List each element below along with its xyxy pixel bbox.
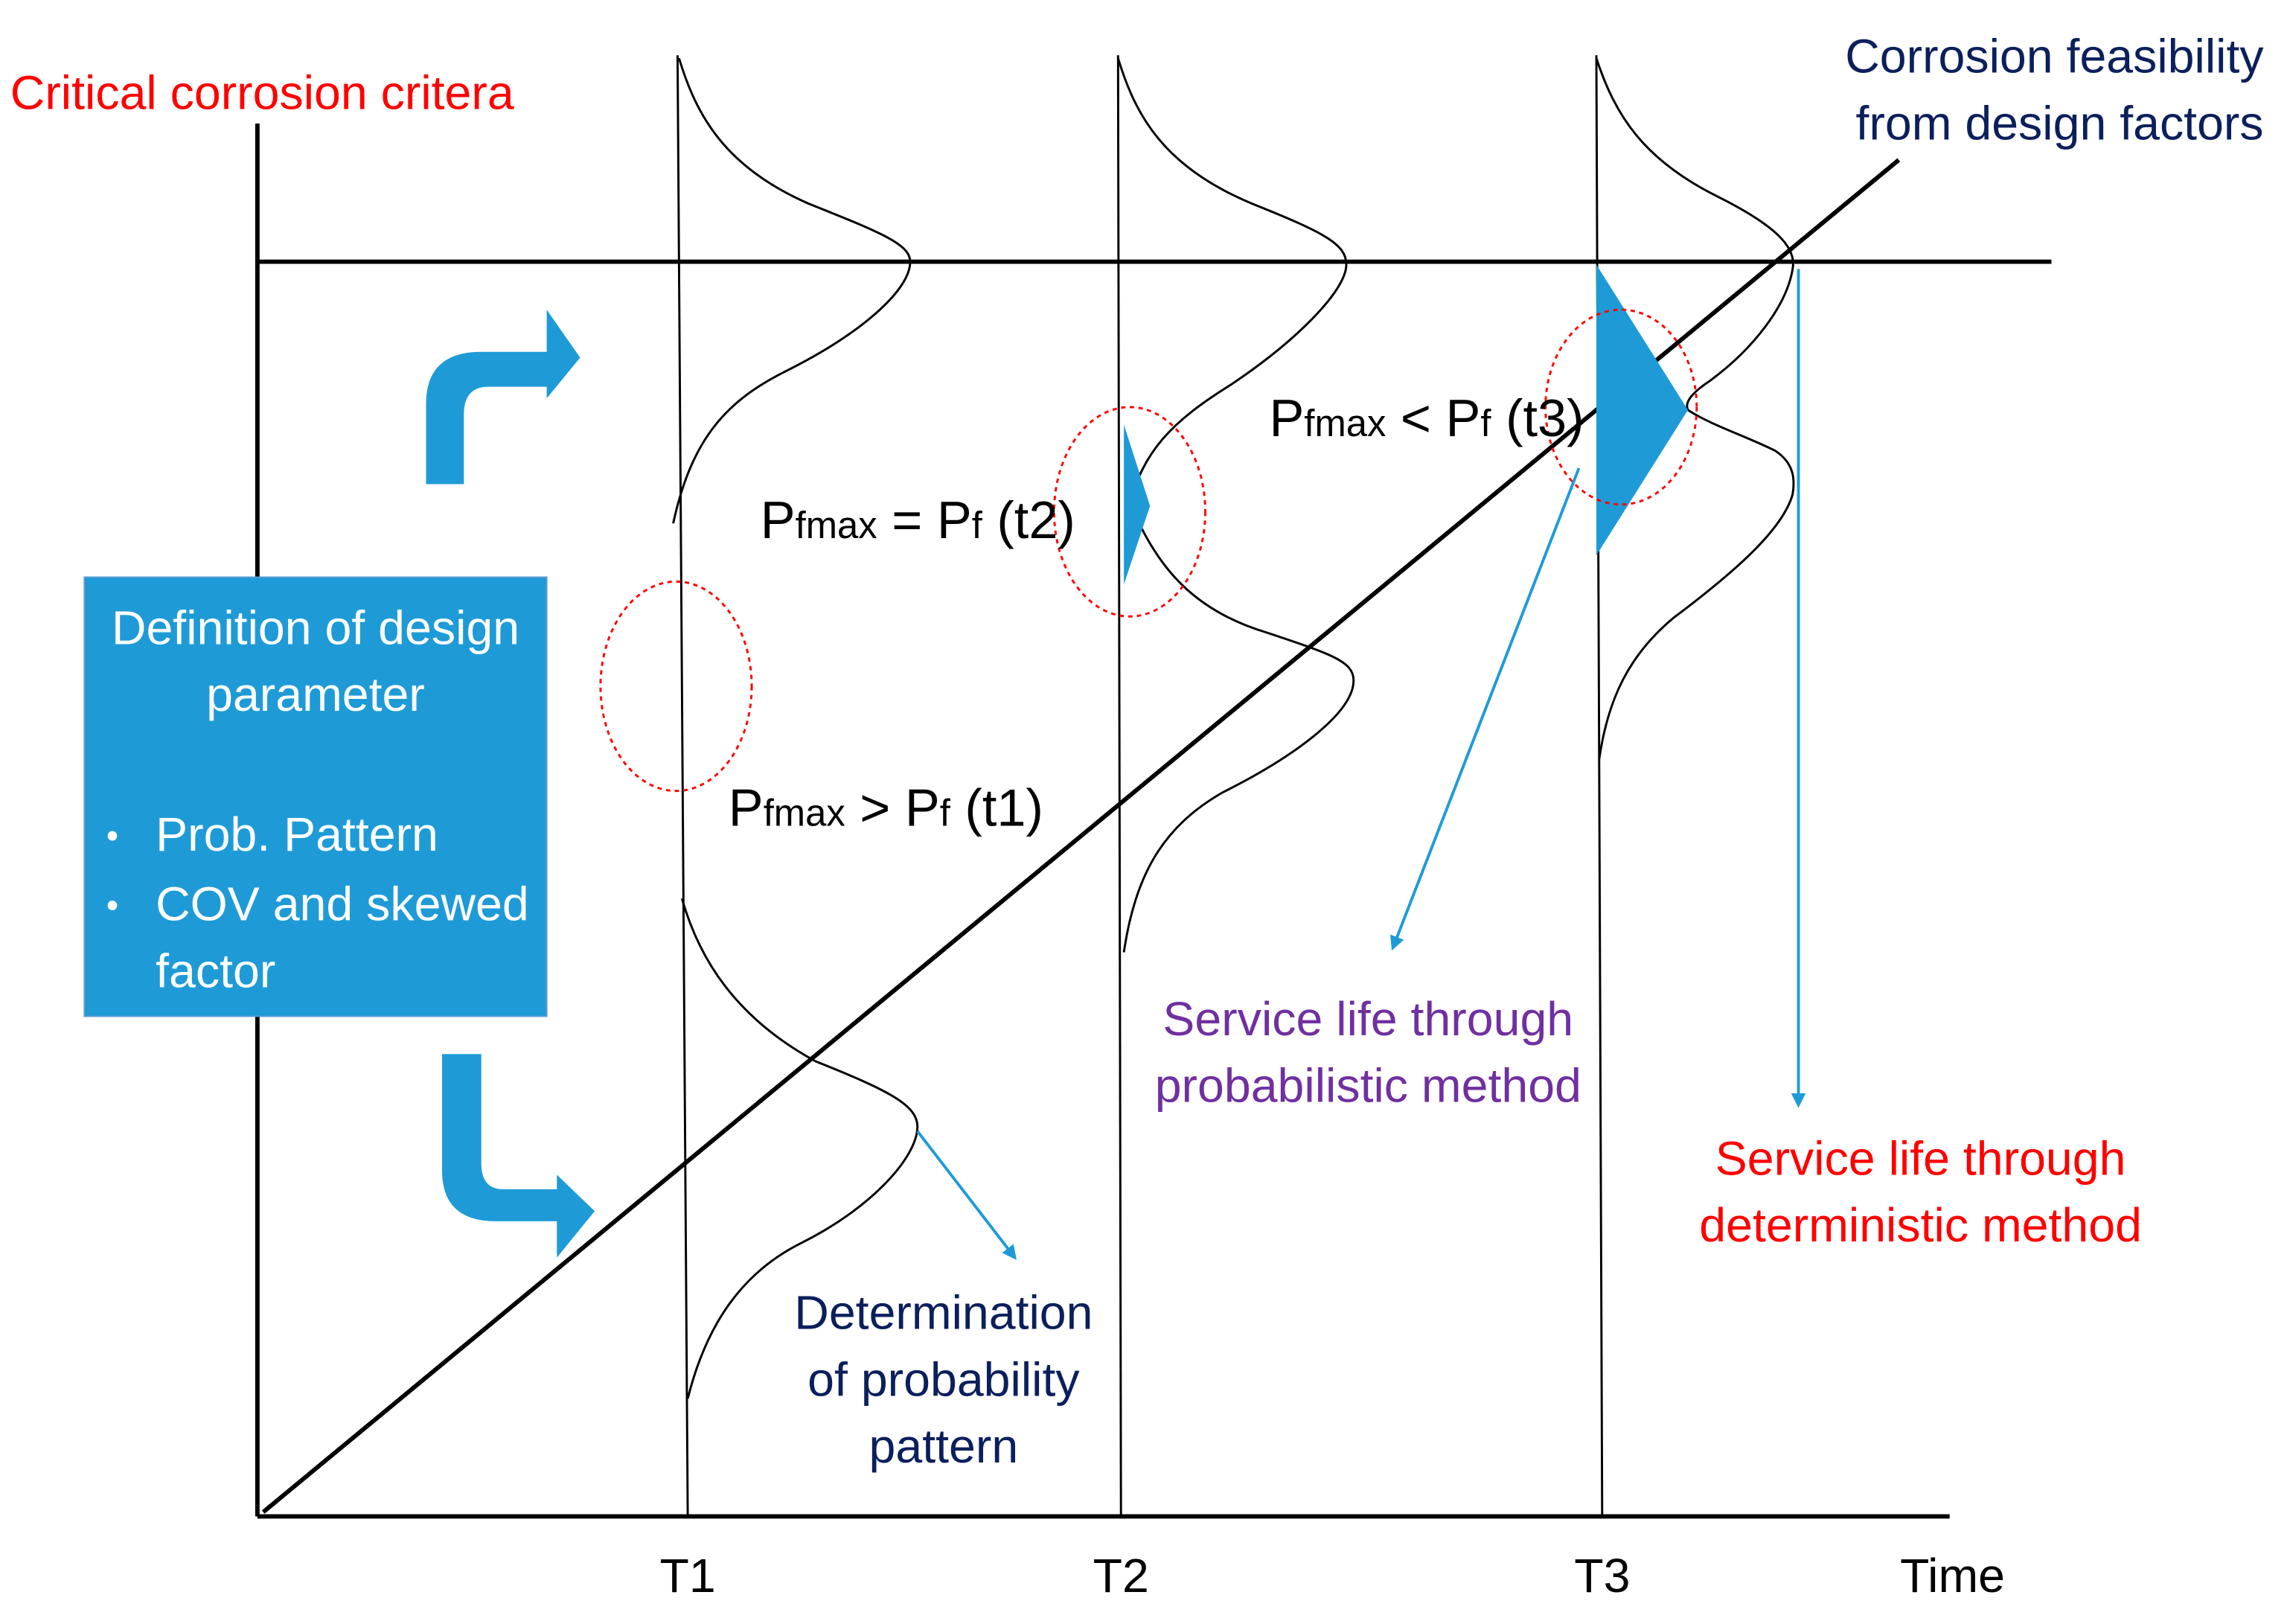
- time-line-t2: [1116, 55, 1122, 1517]
- bent-arrow-down-icon: [441, 1054, 595, 1258]
- determination-line1: Determination: [794, 1285, 1093, 1339]
- tick-label-t2: T2: [1093, 1549, 1149, 1602]
- distribution-curve-t1-lower: [680, 898, 919, 1399]
- deterministic-method-line2: deterministic method: [1699, 1198, 2142, 1252]
- tick-label-t1: T1: [659, 1549, 715, 1602]
- bent-arrow-up-icon: [426, 310, 580, 485]
- pf-t2-equation: Pfmax = Pf (t2): [761, 490, 1075, 549]
- highlight-circle-t3: [1544, 308, 1698, 506]
- time-line-t1: [676, 55, 689, 1517]
- x-axis-label: Time: [1900, 1549, 2005, 1602]
- design-box-bullet2-line2: factor: [156, 944, 275, 997]
- design-box-title-line1: Definition of design: [112, 601, 519, 654]
- design-box-bullet1: Prob. Pattern: [156, 808, 438, 861]
- distribution-curve-t1-upper: [672, 57, 912, 524]
- distribution-curve-t2-upper: [1116, 57, 1348, 510]
- design-box-bullet2-line1: COV and skewed: [156, 877, 529, 931]
- deterministic-method-line1: Service life through: [1715, 1131, 2126, 1185]
- pointer-arrow-probabilistic: [1390, 467, 1581, 951]
- design-box-bullet1-marker: •: [106, 816, 118, 855]
- pointer-arrow-determination: [916, 1130, 1017, 1260]
- probability-area-t3: [1596, 264, 1689, 556]
- pf-t3-equation: Pfmax < Pf (t3): [1269, 389, 1584, 447]
- design-box-bullet2-marker: •: [106, 886, 118, 925]
- distribution-curve-t2-lower: [1122, 508, 1355, 953]
- design-box-title-line2: parameter: [206, 668, 425, 721]
- highlight-circle-t2: [1052, 406, 1206, 618]
- distribution-curve-t3-upper: [1595, 57, 1794, 411]
- critical-criteria-label: Critical corrosion critera: [10, 66, 514, 120]
- probabilistic-method-line1: Service life through: [1162, 992, 1573, 1046]
- design-parameter-box: [83, 576, 548, 1017]
- determination-line2: of probability: [807, 1352, 1080, 1406]
- feasibility-label-line1: Corrosion feasibility: [1845, 30, 2264, 83]
- distribution-curve-t3-lower: [1598, 409, 1795, 759]
- feasibility-label-line2: from design factors: [1856, 97, 2264, 150]
- tick-label-t3: T3: [1574, 1549, 1630, 1602]
- highlight-circle-t1: [599, 580, 753, 793]
- probability-area-t2: [1124, 424, 1151, 585]
- determination-line3: pattern: [869, 1419, 1019, 1473]
- pf-t1-equation: Pfmax > Pf (t1): [729, 779, 1043, 837]
- probabilistic-method-line2: probabilistic method: [1155, 1059, 1581, 1113]
